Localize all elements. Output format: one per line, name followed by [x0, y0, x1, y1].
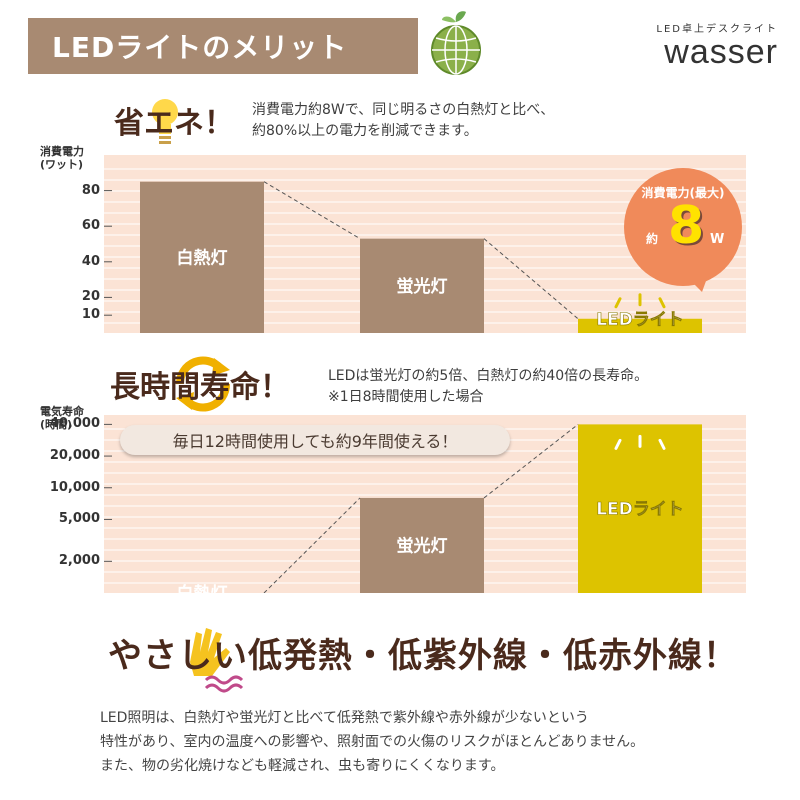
light-ray: [614, 438, 622, 450]
light-ray: [658, 297, 666, 309]
refresh-arrows-icon: [175, 356, 231, 412]
badge-unit: W: [710, 232, 725, 247]
bar-label-0: 白熱灯: [177, 583, 228, 593]
lightbulb-icon: [152, 99, 178, 144]
lifespan-desc: LEDは蛍光灯の約5倍、白熱灯の約40倍の長寿命。 ※1日8時間使用した場合: [328, 366, 648, 408]
lifespan-ylabel-text: 電気寿命(時間): [40, 405, 84, 431]
energy-desc: 消費電力約8Wで、同じ明るさの白熱灯と比べ、 約80%以上の電力を削減できます。: [252, 100, 554, 142]
energy-ylabel-text: 消費電力(ワット): [40, 145, 84, 171]
badge-tail: [680, 270, 710, 292]
dashed-connector: [483, 423, 579, 499]
energy-title: 省エネ！: [114, 106, 234, 141]
bar-label-2: LEDライト: [596, 500, 684, 520]
bar-2: [578, 424, 702, 593]
badge-label: 消費電力(最大): [641, 186, 725, 200]
y-tick-label: 10: [81, 307, 100, 323]
globe-icon: [431, 11, 481, 75]
light-ray: [614, 297, 622, 309]
brand-logo: wasser: [664, 33, 778, 71]
header-title: LEDライトのメリット: [52, 31, 348, 64]
energy-ylabel: 消費電力(ワット): [40, 145, 84, 171]
brand: LED卓上デスクライト wasser: [656, 20, 778, 69]
energy-desc-line1: 消費電力約8Wで、同じ明るさの白熱灯と比べ、: [252, 102, 555, 118]
bar-label-1: 蛍光灯: [397, 535, 448, 556]
dashed-connector: [263, 497, 361, 593]
bar-1: [360, 238, 484, 333]
badge-value: 8: [668, 196, 705, 256]
heat-title: やさしい低発熱・低紫外線・低赤外線！: [108, 636, 738, 676]
energy-desc-line2: 約80%以上の電力を削減できます。: [252, 123, 478, 139]
y-tick-label: 40,000: [49, 416, 100, 432]
ylabel-line-0: 電気寿命: [40, 405, 84, 418]
light-ray: [658, 438, 666, 450]
brand-sub: LED卓上デスクライト: [656, 24, 778, 35]
lifespan-callout: 毎日12時間使用しても約9年間使える！: [120, 425, 510, 455]
dashed-connector: [263, 181, 361, 240]
lifespan-chart: 白熱灯 蛍光灯 LEDライト: [104, 423, 746, 593]
bar-1: [360, 497, 484, 593]
y-tick-label: 20: [81, 289, 100, 305]
bar-label-0: 白熱灯: [177, 247, 228, 268]
hand-heat-icon: [190, 628, 244, 693]
y-tick-label: 2,000: [58, 553, 100, 569]
badge-prefix: 約: [646, 232, 659, 246]
heat-line1: LED照明は、白熱灯や蛍光灯と比べて低発熱で紫外線や赤外線が少ないという: [100, 710, 589, 726]
ylabel-line-1: (時間): [40, 418, 73, 431]
heat-line3: また、物の劣化焼けなども軽減され、虫も寄りにくくなります。: [100, 758, 505, 774]
heat-line2: 特性があり、室内の温度への影響や、照射面での火傷のリスクがほとんどありません。: [100, 734, 645, 750]
lifespan-desc-line2: ※1日8時間使用した場合: [328, 389, 484, 405]
lifespan-desc-line1: LEDは蛍光灯の約5倍、白熱灯の約40倍の長寿命。: [328, 368, 649, 384]
y-tick-label: 20,000: [49, 448, 100, 464]
y-tick-label: 5,000: [58, 511, 100, 527]
lifespan-ylabel: 電気寿命(時間): [40, 405, 84, 431]
ylabel-line-1: (ワット): [40, 158, 84, 171]
bar-2: [578, 318, 702, 333]
bar-label-1: 蛍光灯: [397, 276, 448, 297]
bar-0: [140, 181, 264, 333]
y-tick-label: 60: [81, 218, 100, 234]
lifespan-title: 長時間寿命！: [110, 370, 290, 405]
y-tick-label: 10,000: [49, 479, 100, 495]
power-badge: 消費電力(最大) 約 8 W: [624, 168, 742, 286]
ylabel-line-0: 消費電力: [40, 145, 84, 158]
bar-label-2: LEDライト: [596, 310, 684, 330]
y-tick-label: 80: [81, 182, 100, 198]
section-header: LEDライトのメリット: [28, 18, 418, 74]
heat-body: LED照明は、白熱灯や蛍光灯と比べて低発熱で紫外線や赤外線が少ないという 特性が…: [100, 706, 644, 778]
y-tick-label: 40: [81, 253, 100, 269]
